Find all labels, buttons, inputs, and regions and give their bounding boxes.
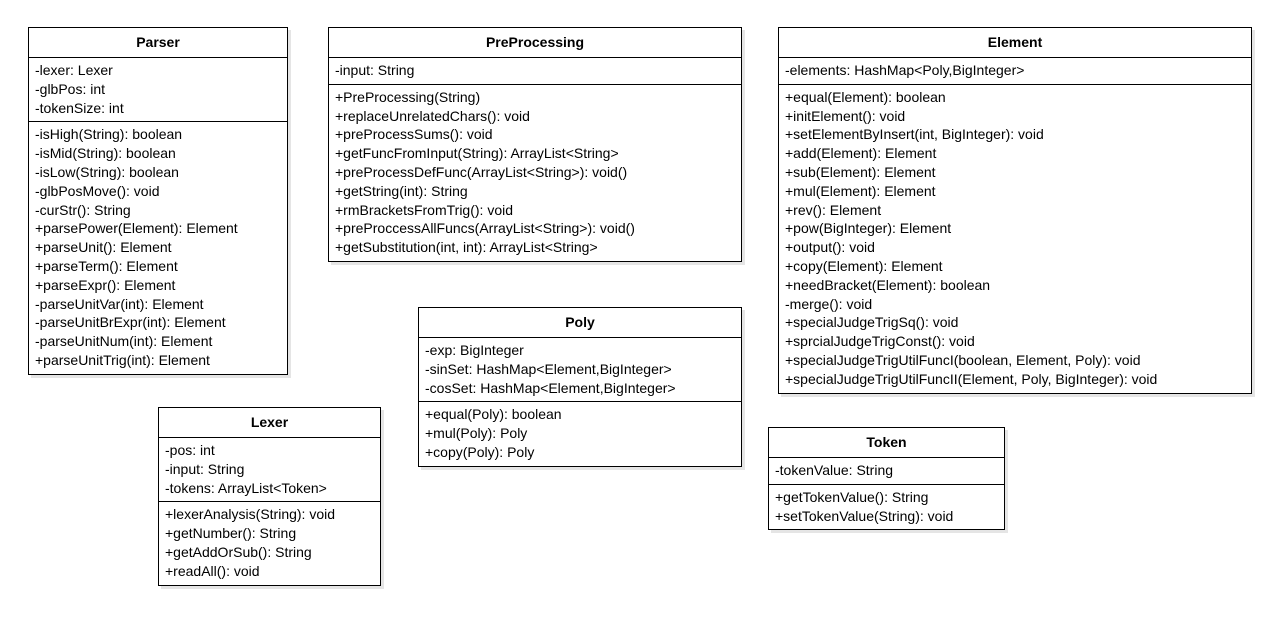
method: +preProccessAllFuncs(ArrayList<String>):… — [335, 220, 635, 237]
method: -isHigh(String): boolean — [35, 126, 183, 143]
method: +setElementByInsert(int, BigInteger): vo… — [785, 126, 1044, 143]
method-list: +equal(Element): boolean +initElement():… — [779, 85, 1251, 393]
class-name: Element — [779, 28, 1251, 58]
method: +pow(BigInteger): Element — [785, 220, 952, 237]
method: +readAll(): void — [165, 562, 260, 579]
method: +copy(Element): Element — [785, 257, 943, 274]
attribute-list: -tokenValue: String — [769, 458, 1004, 485]
method: -glbPosMove(): void — [35, 182, 160, 199]
method: -parseUnitVar(int): Element — [35, 295, 204, 312]
method: +replaceUnrelatedChars(): void — [335, 107, 530, 124]
method: +lexerAnalysis(String): void — [165, 506, 336, 523]
class-lexer: Lexer -pos: int -input: String -tokens: … — [158, 407, 381, 586]
class-poly: Poly -exp: BigInteger -sinSet: HashMap<E… — [418, 307, 742, 467]
method-list: +PreProcessing(String) +replaceUnrelated… — [329, 85, 741, 261]
method: -parseUnitNum(int): Element — [35, 333, 213, 350]
method: +PreProcessing(String) — [335, 88, 481, 105]
class-parser: Parser -lexer: Lexer -glbPos: int -token… — [28, 27, 288, 375]
method: +setTokenValue(String): void — [775, 507, 954, 524]
method: +initElement(): void — [785, 107, 906, 124]
method: +equal(Element): boolean — [785, 88, 946, 105]
method: +specialJudgeTrigUtilFuncI(boolean, Elem… — [785, 351, 1141, 368]
attribute: -exp: BigInteger — [425, 342, 524, 358]
method: +getTokenValue(): String — [775, 488, 929, 505]
attribute: -sinSet: HashMap<Element,BigInteger> — [425, 360, 672, 377]
class-name: Token — [769, 428, 1004, 458]
method-list: +equal(Poly): boolean +mul(Poly): Poly +… — [419, 402, 741, 465]
attribute-list: -exp: BigInteger -sinSet: HashMap<Elemen… — [419, 338, 741, 403]
method: +needBracket(Element): boolean — [785, 276, 991, 293]
attribute: -input: String — [335, 62, 415, 78]
method: +specialJudgeTrigSq(): void — [785, 314, 959, 331]
method: +sub(Element): Element — [785, 163, 936, 180]
method: +rmBracketsFromTrig(): void — [335, 201, 514, 218]
attribute-list: -pos: int -input: String -tokens: ArrayL… — [159, 438, 380, 503]
method: -parseUnitBrExpr(int): Element — [35, 314, 226, 331]
method: +mul(Poly): Poly — [425, 425, 528, 442]
method: +getNumber(): String — [165, 525, 297, 542]
method: +mul(Element): Element — [785, 182, 936, 199]
attribute-list: -elements: HashMap<Poly,BigInteger> — [779, 58, 1251, 85]
method: +add(Element): Element — [785, 145, 937, 162]
attribute-list: -input: String — [329, 58, 741, 85]
method: +equal(Poly): boolean — [425, 406, 562, 423]
method: +parseUnitTrig(int): Element — [35, 351, 210, 368]
method: +output(): void — [785, 239, 875, 256]
method: +getAddOrSub(): String — [165, 543, 312, 560]
method: -curStr(): String — [35, 201, 131, 218]
class-name: Poly — [419, 308, 741, 338]
method: +rev(): Element — [785, 201, 882, 218]
method: +parseUnit(): Element — [35, 239, 172, 256]
method: +getSubstitution(int, int): ArrayList<St… — [335, 239, 598, 256]
method: +specialJudgeTrigUtilFuncII(Element, Pol… — [785, 370, 1158, 387]
method: +copy(Poly): Poly — [425, 443, 535, 460]
method-list: -isHigh(String): boolean -isMid(String):… — [29, 122, 287, 373]
method: +sprcialJudgeTrigConst(): void — [785, 333, 975, 350]
method: +parsePower(Element): Element — [35, 220, 238, 237]
method: +getFuncFromInput(String): ArrayList<Str… — [335, 145, 619, 162]
attribute: -tokenValue: String — [775, 462, 894, 478]
attribute: -cosSet: HashMap<Element,BigInteger> — [425, 379, 676, 396]
class-name: Parser — [29, 28, 287, 58]
method: -isLow(String): boolean — [35, 163, 179, 180]
attribute: -tokenSize: int — [35, 99, 124, 116]
class-preprocessing: PreProcessing -input: String +PreProcess… — [328, 27, 742, 262]
attribute: -elements: HashMap<Poly,BigInteger> — [785, 62, 1025, 78]
attribute: -glbPos: int — [35, 80, 106, 97]
attribute-list: -lexer: Lexer -glbPos: int -tokenSize: i… — [29, 58, 287, 123]
method: -merge(): void — [785, 295, 873, 312]
attribute: -lexer: Lexer — [35, 62, 113, 78]
class-name: Lexer — [159, 408, 380, 438]
method: +getString(int): String — [335, 182, 468, 199]
class-name: PreProcessing — [329, 28, 741, 58]
class-element: Element -elements: HashMap<Poly,BigInteg… — [778, 27, 1252, 394]
method: +parseTerm(): Element — [35, 257, 178, 274]
method: +parseExpr(): Element — [35, 276, 176, 293]
attribute: -input: String — [165, 460, 245, 477]
attribute: -pos: int — [165, 442, 215, 458]
method-list: +lexerAnalysis(String): void +getNumber(… — [159, 502, 380, 584]
method: -isMid(String): boolean — [35, 145, 176, 162]
class-token: Token -tokenValue: String +getTokenValue… — [768, 427, 1005, 531]
attribute: -tokens: ArrayList<Token> — [165, 479, 327, 496]
method: +preProcessSums(): void — [335, 126, 493, 143]
method: +preProcessDefFunc(ArrayList<String>): v… — [335, 163, 628, 180]
method-list: +getTokenValue(): String +setTokenValue(… — [769, 485, 1004, 530]
